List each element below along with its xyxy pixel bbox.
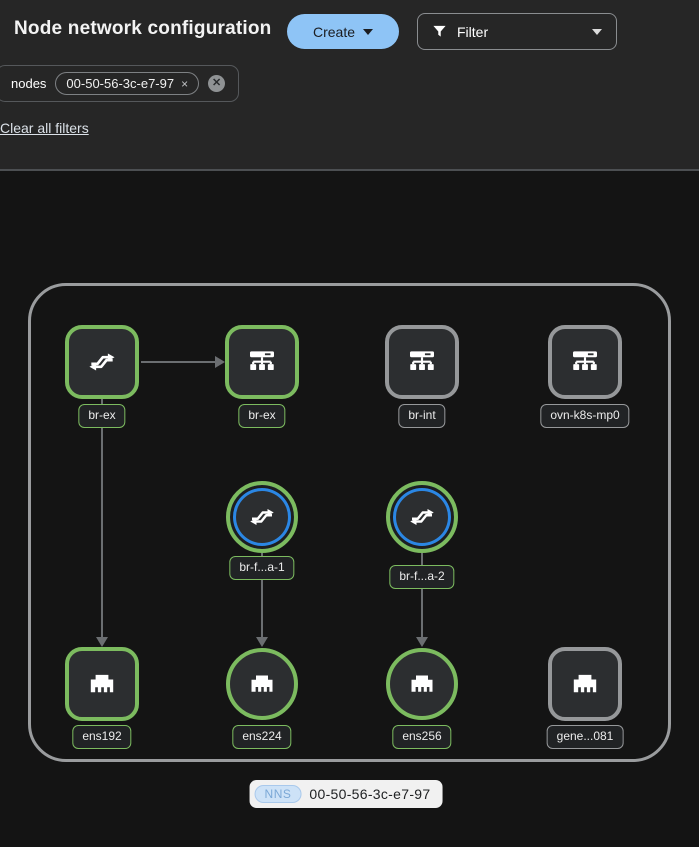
node-label[interactable]: br-f...a-1 xyxy=(229,556,295,580)
filter-category-label: nodes xyxy=(11,76,47,91)
nns-badge: NNS xyxy=(254,785,302,803)
page-title: Node network configuration xyxy=(14,18,272,39)
edge-arrowhead-down-icon xyxy=(256,637,268,647)
node-br-f-a-2[interactable] xyxy=(386,481,458,553)
page-header: Node network configuration Create Filter… xyxy=(0,0,699,171)
node-label[interactable]: br-f...a-2 xyxy=(389,565,455,589)
edge-arrowhead-down-icon xyxy=(96,637,108,647)
node-br-ex-bridge[interactable] xyxy=(225,325,299,399)
edge-arrowhead-right-icon xyxy=(215,356,225,368)
ethernet-port-icon xyxy=(90,674,114,693)
node-label[interactable]: ovn-k8s-mp0 xyxy=(540,404,630,428)
filter-dropdown-label: Filter xyxy=(457,23,489,40)
ethernet-port-icon xyxy=(573,674,597,693)
node-label[interactable]: gene...081 xyxy=(546,725,624,749)
group-label-pill[interactable]: NNS 00-50-56-3c-e7-97 xyxy=(249,780,443,808)
node-ovn-k8s-mp0[interactable] xyxy=(548,325,622,399)
edge-arrowhead-down-icon xyxy=(416,637,428,647)
chevron-down-icon xyxy=(363,28,374,35)
exchange-icon xyxy=(89,353,115,371)
node-br-int[interactable] xyxy=(385,325,459,399)
edge-brfa1-to-ens224 xyxy=(261,553,263,637)
clear-chip-group-icon[interactable]: ✕ xyxy=(208,75,226,92)
edge-brex-to-ens192 xyxy=(101,399,103,637)
bridge-icon xyxy=(573,351,597,370)
filter-chip-value: 00-50-56-3c-e7-97 xyxy=(66,76,175,91)
node-ens192[interactable] xyxy=(65,647,139,721)
node-label[interactable]: ens192 xyxy=(72,725,132,749)
exchange-icon xyxy=(410,509,434,525)
filter-chip-group: nodes 00-50-56-3c-e7-97 × ✕ xyxy=(0,65,239,102)
node-label[interactable]: br-ex xyxy=(238,404,286,428)
edge-brex-to-brex xyxy=(141,361,217,363)
filter-dropdown[interactable]: Filter xyxy=(417,13,617,50)
node-label[interactable]: ens224 xyxy=(232,725,292,749)
node-br-f-a-1[interactable] xyxy=(226,481,298,553)
chip-remove-icon[interactable]: × xyxy=(181,76,189,91)
exchange-icon xyxy=(250,509,274,525)
topology-canvas[interactable]: br-ex br-ex br-int xyxy=(0,173,699,847)
ethernet-port-icon xyxy=(251,675,273,692)
filter-chip[interactable]: 00-50-56-3c-e7-97 × xyxy=(55,72,200,95)
ethernet-port-icon xyxy=(411,675,433,692)
chevron-down-icon xyxy=(592,28,602,35)
node-ens224[interactable] xyxy=(226,648,298,720)
bridge-icon xyxy=(250,351,274,370)
edge-brfa2-to-ens256 xyxy=(421,553,423,637)
filter-funnel-icon xyxy=(433,25,446,37)
node-br-ex-ovs[interactable] xyxy=(65,325,139,399)
node-label[interactable]: ens256 xyxy=(392,725,452,749)
node-label[interactable]: br-ex xyxy=(78,404,126,428)
node-label[interactable]: br-int xyxy=(398,404,446,428)
bridge-icon xyxy=(410,351,434,370)
node-ens256[interactable] xyxy=(386,648,458,720)
node-group-outline[interactable] xyxy=(28,283,671,762)
node-gene-081[interactable] xyxy=(548,647,622,721)
create-button-label: Create xyxy=(312,23,356,40)
clear-all-filters-link[interactable]: Clear all filters xyxy=(0,120,89,136)
create-button[interactable]: Create xyxy=(287,14,399,49)
group-label-text: 00-50-56-3c-e7-97 xyxy=(309,786,431,802)
